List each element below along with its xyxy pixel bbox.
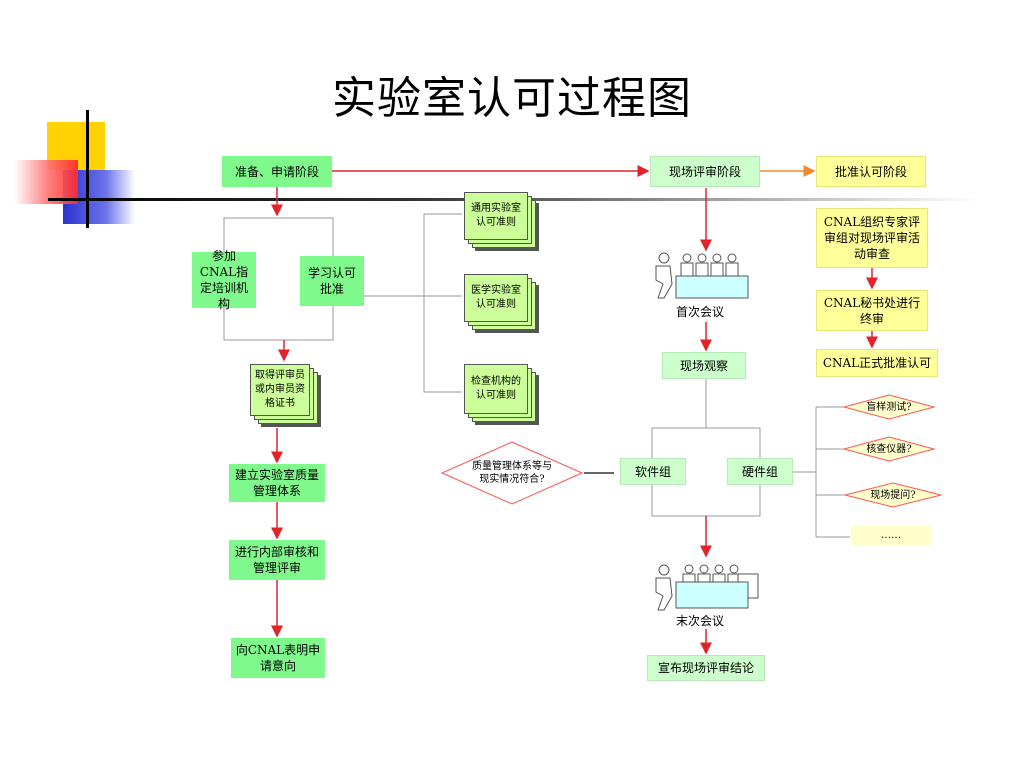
training-box: 参加CNAL指定培训机构 — [192, 249, 256, 311]
hardware-group-box: 硬件组 — [727, 458, 793, 485]
build-system-box: 建立实验室质量管理体系 — [229, 464, 325, 502]
deco-red-square — [14, 160, 78, 204]
deco-vertical-line — [86, 110, 89, 228]
final-review-box: CNAL秘书处进行终审 — [816, 290, 928, 331]
check-diamond-instrument — [842, 436, 936, 462]
people-meeting-icon-last — [655, 564, 759, 611]
compliance-diamond-label: 质量管理体系等与现实情况符合? — [472, 461, 552, 485]
inspection-criteria-doc: 检查机构的认可准则 — [464, 364, 528, 414]
blind-test-label: 盲样测试? — [866, 401, 912, 413]
medical-criteria-doc: 医学实验室认可准则 — [464, 274, 528, 322]
first-meeting-label: 首次会议 — [675, 305, 724, 319]
software-group-box: 软件组 — [620, 458, 686, 485]
check-diamond-question — [844, 482, 942, 508]
people-meeting-icon — [655, 252, 749, 299]
internal-audit-box: 进行内部审核和管理评审 — [229, 540, 325, 580]
general-criteria-doc: 通用实验室认可准则 — [464, 192, 528, 240]
stage-onsite: 现场评审阶段 — [650, 156, 760, 187]
study-box: 学习认可批准 — [300, 256, 364, 306]
onsite-question-label: 现场提问? — [870, 489, 916, 501]
page-title: 实验室认可过程图 — [332, 73, 692, 124]
certificate-doc: 取得评审员或内审员资格证书 — [250, 364, 310, 416]
more-items-label: …… — [851, 525, 931, 545]
compliance-diamond — [440, 441, 584, 505]
conclusion-box: 宣布现场评审结论 — [647, 655, 765, 681]
expert-review-box: CNAL组织专家评审组对现场评审活动审查 — [816, 208, 928, 268]
last-meeting-label: 末次会议 — [675, 614, 724, 628]
stage-prepare: 准备、申请阶段 — [222, 156, 332, 187]
onsite-observe-box: 现场观察 — [662, 352, 746, 379]
apply-intent-box: 向CNAL表明申请意向 — [231, 638, 325, 678]
stage-approve: 批准认可阶段 — [816, 156, 926, 187]
grant-box: CNAL正式批准认可 — [816, 349, 938, 377]
instrument-check-label: 核查仪器? — [866, 443, 912, 455]
check-diamond-blind — [842, 394, 936, 420]
